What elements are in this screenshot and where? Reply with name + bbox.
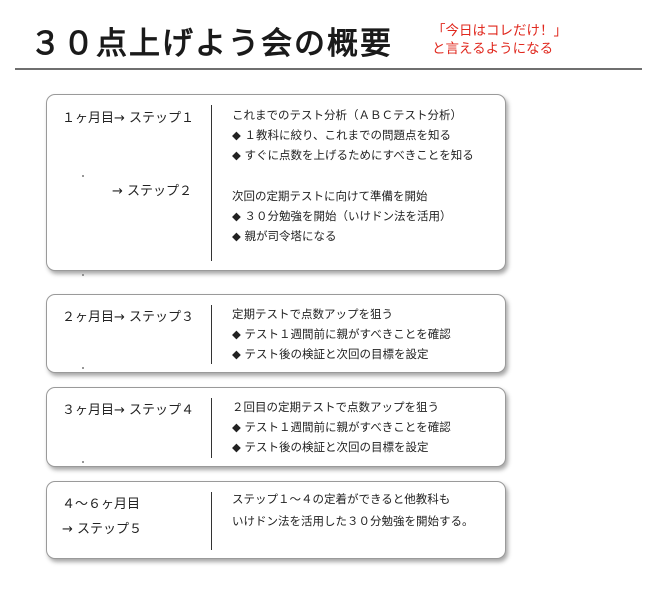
- step-card-5: ４～６ヶ月目 → ステップ５ ステップ１～４の定着ができると他教科も いけドン法…: [46, 481, 506, 559]
- tagline-line-2: と言えるようになる: [432, 41, 554, 57]
- step-heading: 次回の定期テストに向けて準備を開始: [232, 189, 428, 203]
- card-divider: [211, 105, 212, 261]
- step-label-1: １ヶ月目→ ステップ１: [62, 111, 195, 126]
- step-label-5b: → ステップ５: [62, 522, 143, 537]
- step-heading: 定期テストで点数アップを狙う: [232, 307, 393, 321]
- step-label-3: ２ヶ月目→ ステップ３: [62, 310, 195, 325]
- step-card-1: １ヶ月目→ ステップ１ → ステップ２ これまでのテスト分析（ＡＢＣテスト分析）…: [46, 94, 506, 271]
- title-underline: [15, 68, 642, 70]
- step-card-3: ２ヶ月目→ ステップ３ 定期テストで点数アップを狙う ◆ テスト１週間前に親がす…: [46, 294, 506, 373]
- decorative-dot: [82, 175, 84, 177]
- step-label-5a: ４～６ヶ月目: [62, 497, 141, 512]
- step-bullet: ◆ テスト１週間前に親がすべきことを確認: [232, 327, 451, 341]
- card-divider: [211, 398, 212, 458]
- step-bullet: ◆ １教科に絞り、これまでの問題点を知る: [232, 128, 452, 142]
- step-bullet: ◆ 親が司令塔になる: [232, 229, 337, 243]
- step-bullet: ◆ テスト後の検証と次回の目標を設定: [232, 440, 429, 454]
- step-bullet: ◆ テスト後の検証と次回の目標を設定: [232, 347, 429, 361]
- step-bullet: ◆ ３０分勉強を開始（いけドン法を活用）: [232, 209, 452, 223]
- step-heading: これまでのテスト分析（ＡＢＣテスト分析）: [232, 108, 462, 122]
- decorative-dot: [82, 461, 84, 463]
- step-heading: いけドン法を活用した３０分勉強を開始する。: [232, 514, 474, 528]
- step-bullet: ◆ すぐに点数を上げるためにすべきことを知る: [232, 148, 474, 162]
- tagline: 「今日はコレだけ！」 と言えるようになる: [432, 22, 567, 58]
- card-divider: [211, 492, 212, 550]
- card-divider: [211, 305, 212, 364]
- step-bullet: ◆ テスト１週間前に親がすべきことを確認: [232, 420, 451, 434]
- decorative-dot: [82, 274, 84, 276]
- tagline-line-1: 「今日はコレだけ！」: [432, 23, 567, 39]
- step-heading: ステップ１～４の定着ができると他教科も: [232, 492, 451, 506]
- step-label-2: → ステップ２: [112, 184, 193, 199]
- step-card-4: ３ヶ月目→ ステップ４ ２回目の定期テストで点数アップを狙う ◆ テスト１週間前…: [46, 387, 506, 467]
- step-heading: ２回目の定期テストで点数アップを狙う: [232, 400, 439, 414]
- page-title: ３０点上げよう会の概要: [30, 26, 393, 62]
- decorative-dot: [82, 367, 84, 369]
- step-label-4: ３ヶ月目→ ステップ４: [62, 403, 195, 418]
